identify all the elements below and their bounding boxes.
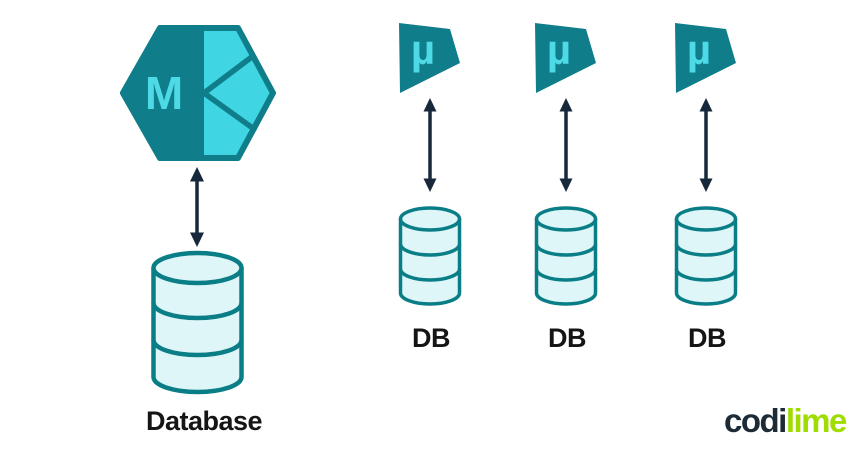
db-cylinder-icon [674, 206, 738, 306]
db-cylinder-icon [534, 206, 598, 306]
hexagon-dark-half [120, 25, 204, 161]
microservice-label: µ [687, 26, 711, 73]
microservice-shape-icon: µ [399, 23, 460, 93]
microservice-db-arrow-icon [699, 98, 713, 192]
microservice-shape-icon: µ [675, 23, 736, 93]
db-label: DB [412, 323, 451, 353]
microservice-label: µ [547, 26, 571, 73]
microservice-column-3: µ DB [671, 23, 743, 363]
microservice-column-2: µ DB [531, 23, 603, 363]
microservice-label: µ [411, 26, 435, 73]
db-label: DB [688, 323, 727, 353]
monolith-hexagon-icon: M [120, 25, 276, 161]
db-cylinder-icon [398, 206, 462, 306]
codilime-logo: codilime [724, 402, 848, 440]
logo-codi: codi [724, 402, 787, 439]
monolith-db-arrow-icon [190, 167, 204, 247]
microservice-column-1: µ DB [395, 23, 467, 363]
wedge-divider-lower [201, 90, 257, 132]
monolith-label: M [145, 67, 183, 119]
microservice-shape-icon: µ [535, 23, 596, 93]
microservice-db-arrow-icon [559, 98, 573, 192]
database-label: Database [145, 406, 263, 436]
logo-lime: lime [785, 402, 848, 439]
db-label: DB [548, 323, 587, 353]
database-cylinder-icon [151, 250, 244, 395]
wedge-divider-upper [201, 53, 256, 96]
microservice-db-arrow-icon [423, 98, 437, 192]
